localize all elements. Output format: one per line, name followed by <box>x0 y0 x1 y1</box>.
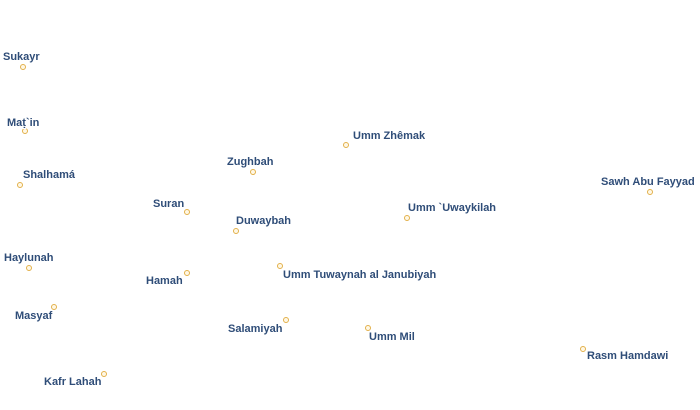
place-marker-icon[interactable] <box>250 169 256 175</box>
place-label: Salamiyah <box>228 323 283 335</box>
place-marker-icon[interactable] <box>20 64 26 70</box>
place-label: Kafr Lahah <box>44 376 102 388</box>
place-marker-icon[interactable] <box>17 182 23 188</box>
place-label: Umm Mil <box>369 331 415 343</box>
place-label: Duwaybah <box>236 215 292 227</box>
place-marker-icon[interactable] <box>283 317 289 323</box>
place-marker-icon[interactable] <box>404 215 410 221</box>
place-marker-icon[interactable] <box>343 142 349 148</box>
place-label: Rasm Hamdawi <box>587 350 669 362</box>
place-label: Sawh Abu Fayyad <box>601 176 695 188</box>
place-label: Hamah <box>146 275 183 287</box>
place-marker-icon[interactable] <box>184 270 190 276</box>
place-marker-icon[interactable] <box>580 346 586 352</box>
place-label: Maṭ`in <box>7 117 40 129</box>
place-label: Masyaf <box>15 310 53 322</box>
place-marker-icon[interactable] <box>277 263 283 269</box>
place-marker-icon[interactable] <box>233 228 239 234</box>
place-marker-icon[interactable] <box>101 371 107 377</box>
place-marker-icon[interactable] <box>365 325 371 331</box>
place-marker-icon[interactable] <box>26 265 32 271</box>
place-marker-icon[interactable] <box>51 304 57 310</box>
place-label: Umm Zhêmak <box>353 130 426 142</box>
place-marker-icon[interactable] <box>22 128 28 134</box>
place-label: Haylunah <box>4 252 54 264</box>
place-label: Sukayr <box>3 51 40 63</box>
place-marker-icon[interactable] <box>647 189 653 195</box>
place-label: Suran <box>153 198 185 210</box>
place-label: Umm `Uwaykilah <box>408 202 497 214</box>
place-label: Umm Tuwaynah al Janubiyah <box>283 269 437 281</box>
place-label: Zughbah <box>227 156 274 168</box>
place-label: Shalhamá <box>23 169 75 181</box>
place-marker-icon[interactable] <box>184 209 190 215</box>
